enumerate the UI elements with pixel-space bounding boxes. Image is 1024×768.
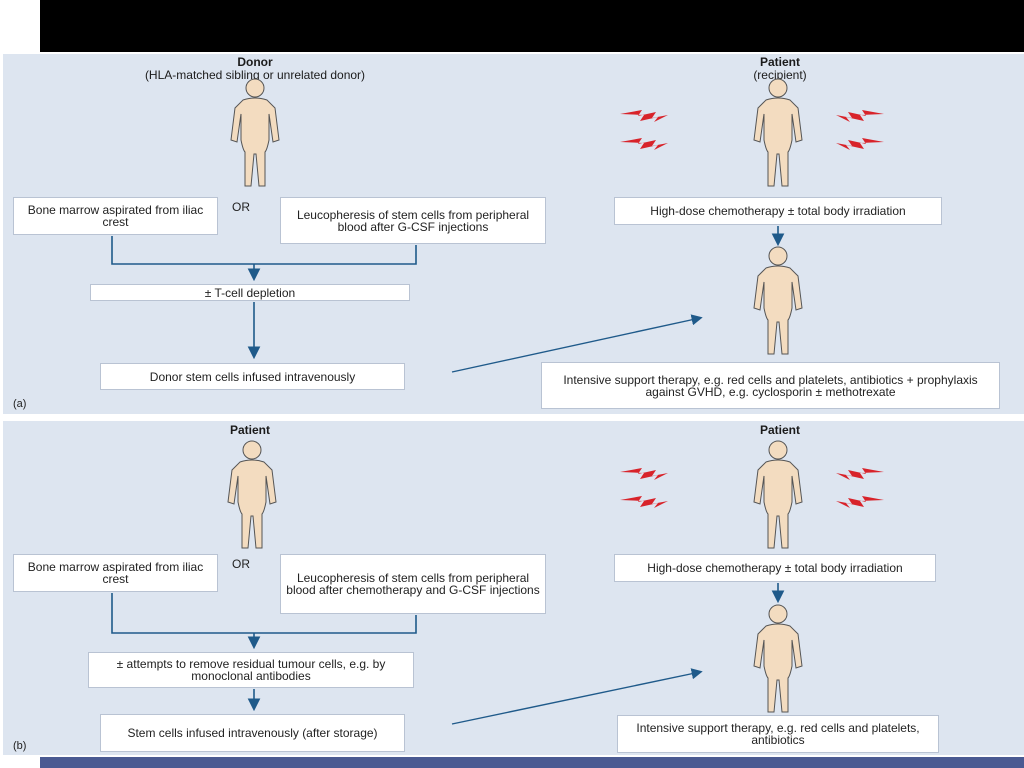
donor-subtitle: (HLA-matched sibling or unrelated donor) [144,68,366,82]
or-label-b: OR [232,557,250,571]
panel-b-label: (b) [13,740,27,752]
bone-marrow-box-b: Bone marrow aspirated from iliac crest [13,554,218,592]
radiation-bolt-icon [620,496,668,508]
radiation-bolt-icon [836,110,884,122]
recipient-figure-supported [753,246,803,355]
radiation-bolt-icon [620,110,668,122]
leucopheresis-box-a: Leucopheresis of stem cells from periphe… [280,197,546,244]
radiation-bolt-icon [620,468,668,480]
support-therapy-box-a: Intensive support therapy, e.g. red cell… [541,362,1000,409]
bottom-accent-bar [40,757,1024,768]
donor-header: Donor (HLA-matched sibling or unrelated … [20,56,490,82]
stem-cell-infusion-box: Stem cells infused intravenously (after … [100,714,405,752]
arrow-infusion-to-patient-b [451,668,703,725]
leucopheresis-box-b: Leucopheresis of stem cells from periphe… [280,554,546,614]
support-therapy-box-b: Intensive support therapy, e.g. red cell… [617,715,939,753]
top-black-bar [40,0,1024,52]
merge-line-a [111,236,417,265]
tcell-depletion-box: ± T-cell depletion [90,284,410,301]
or-label-a: OR [232,200,250,214]
recipient-subtitle: (recipient) [753,68,807,82]
tumour-removal-box: ± attempts to remove residual tumour cel… [88,652,414,688]
recipient-title: Patient [759,55,800,69]
patient-figure-irradiated [753,440,803,549]
radiation-bolt-icon [620,138,668,150]
donor-infusion-box: Donor stem cells infused intravenously [100,363,405,390]
recipient-header: Patient (recipient) [700,56,860,82]
patient-figure-harvest [227,440,277,549]
donor-title: Donor [237,55,273,69]
bone-marrow-box-a: Bone marrow aspirated from iliac crest [13,197,218,235]
patient-figure-supported [753,604,803,713]
radiation-bolt-icon [836,496,884,508]
recipient-figure-irradiated [753,78,803,187]
donor-figure [230,78,280,187]
arrow-infusion-to-patient-a [451,314,703,373]
patient-right-header: Patient [759,423,800,437]
chemo-box-a: High-dose chemotherapy ± total body irra… [614,197,942,225]
panel-a-label: (a) [13,398,27,410]
merge-line-b [111,593,417,634]
radiation-bolt-icon [836,138,884,150]
patient-left-header: Patient [229,423,270,437]
chemo-box-b: High-dose chemotherapy ± total body irra… [614,554,936,582]
radiation-bolt-icon [836,468,884,480]
